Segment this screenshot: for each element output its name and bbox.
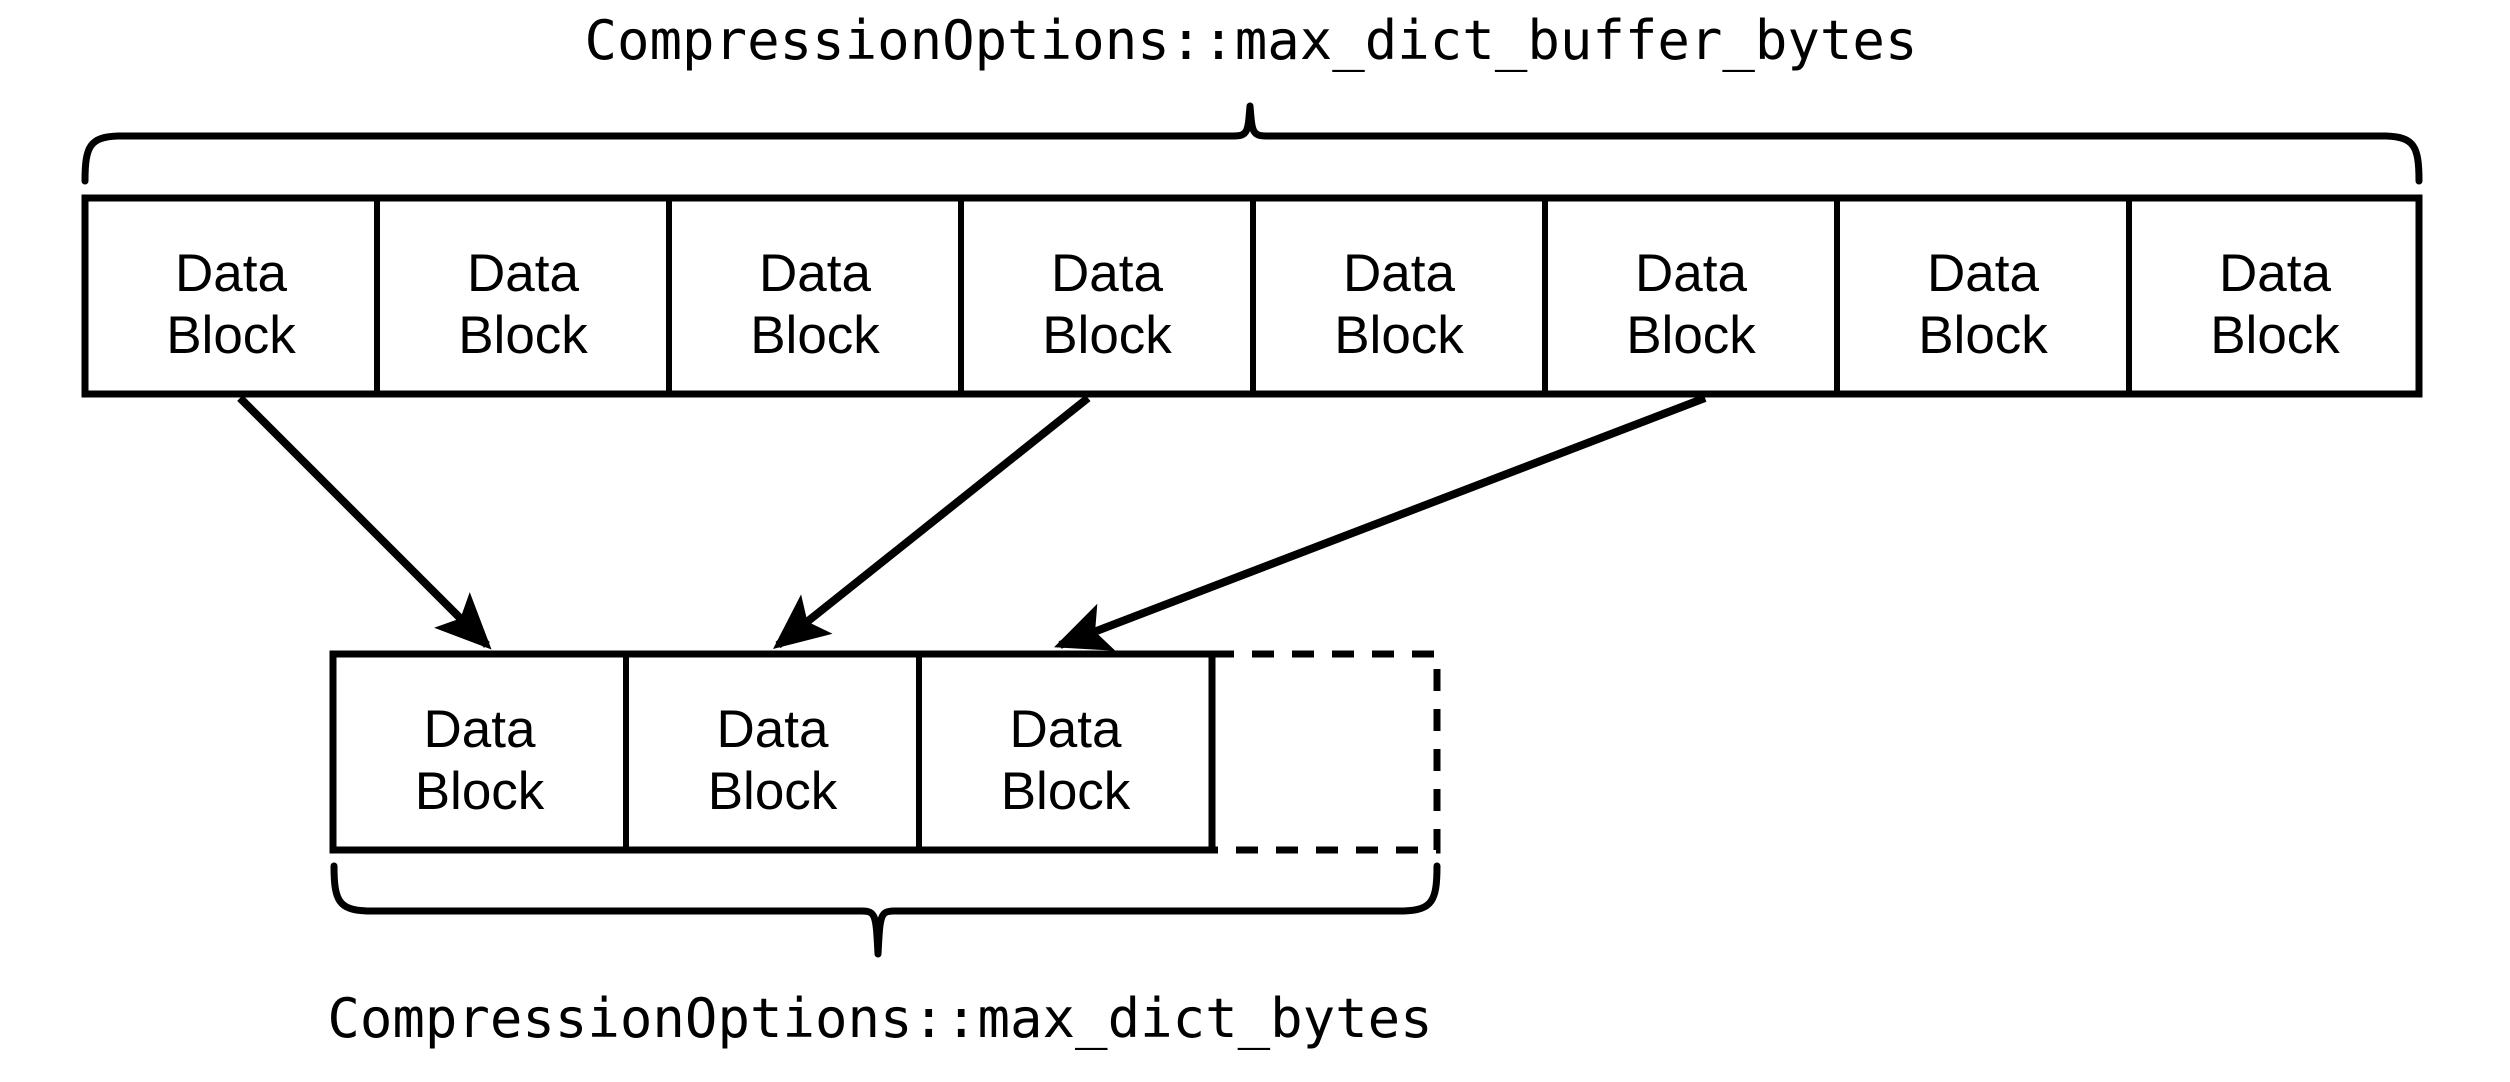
top-brace-label: CompressionOptions::max_dict_buffer_byte… bbox=[584, 9, 1918, 72]
arrow-group bbox=[237, 394, 1707, 651]
bottom-row-outer-border bbox=[329, 650, 1216, 854]
bottom-row-empty-slot bbox=[1208, 650, 1441, 854]
bottom-block-row bbox=[329, 650, 1441, 854]
bottom-brace-label: CompressionOptions::max_dict_bytes bbox=[327, 987, 1433, 1050]
arrow-block6-to-dict3 bbox=[1054, 394, 1707, 651]
top-brace bbox=[81, 102, 2423, 185]
top-block-row bbox=[81, 194, 2423, 398]
arrow-block4-to-dict2 bbox=[772, 394, 1091, 649]
bottom-brace bbox=[330, 862, 1441, 958]
arrow-block1-to-dict1 bbox=[237, 395, 492, 650]
